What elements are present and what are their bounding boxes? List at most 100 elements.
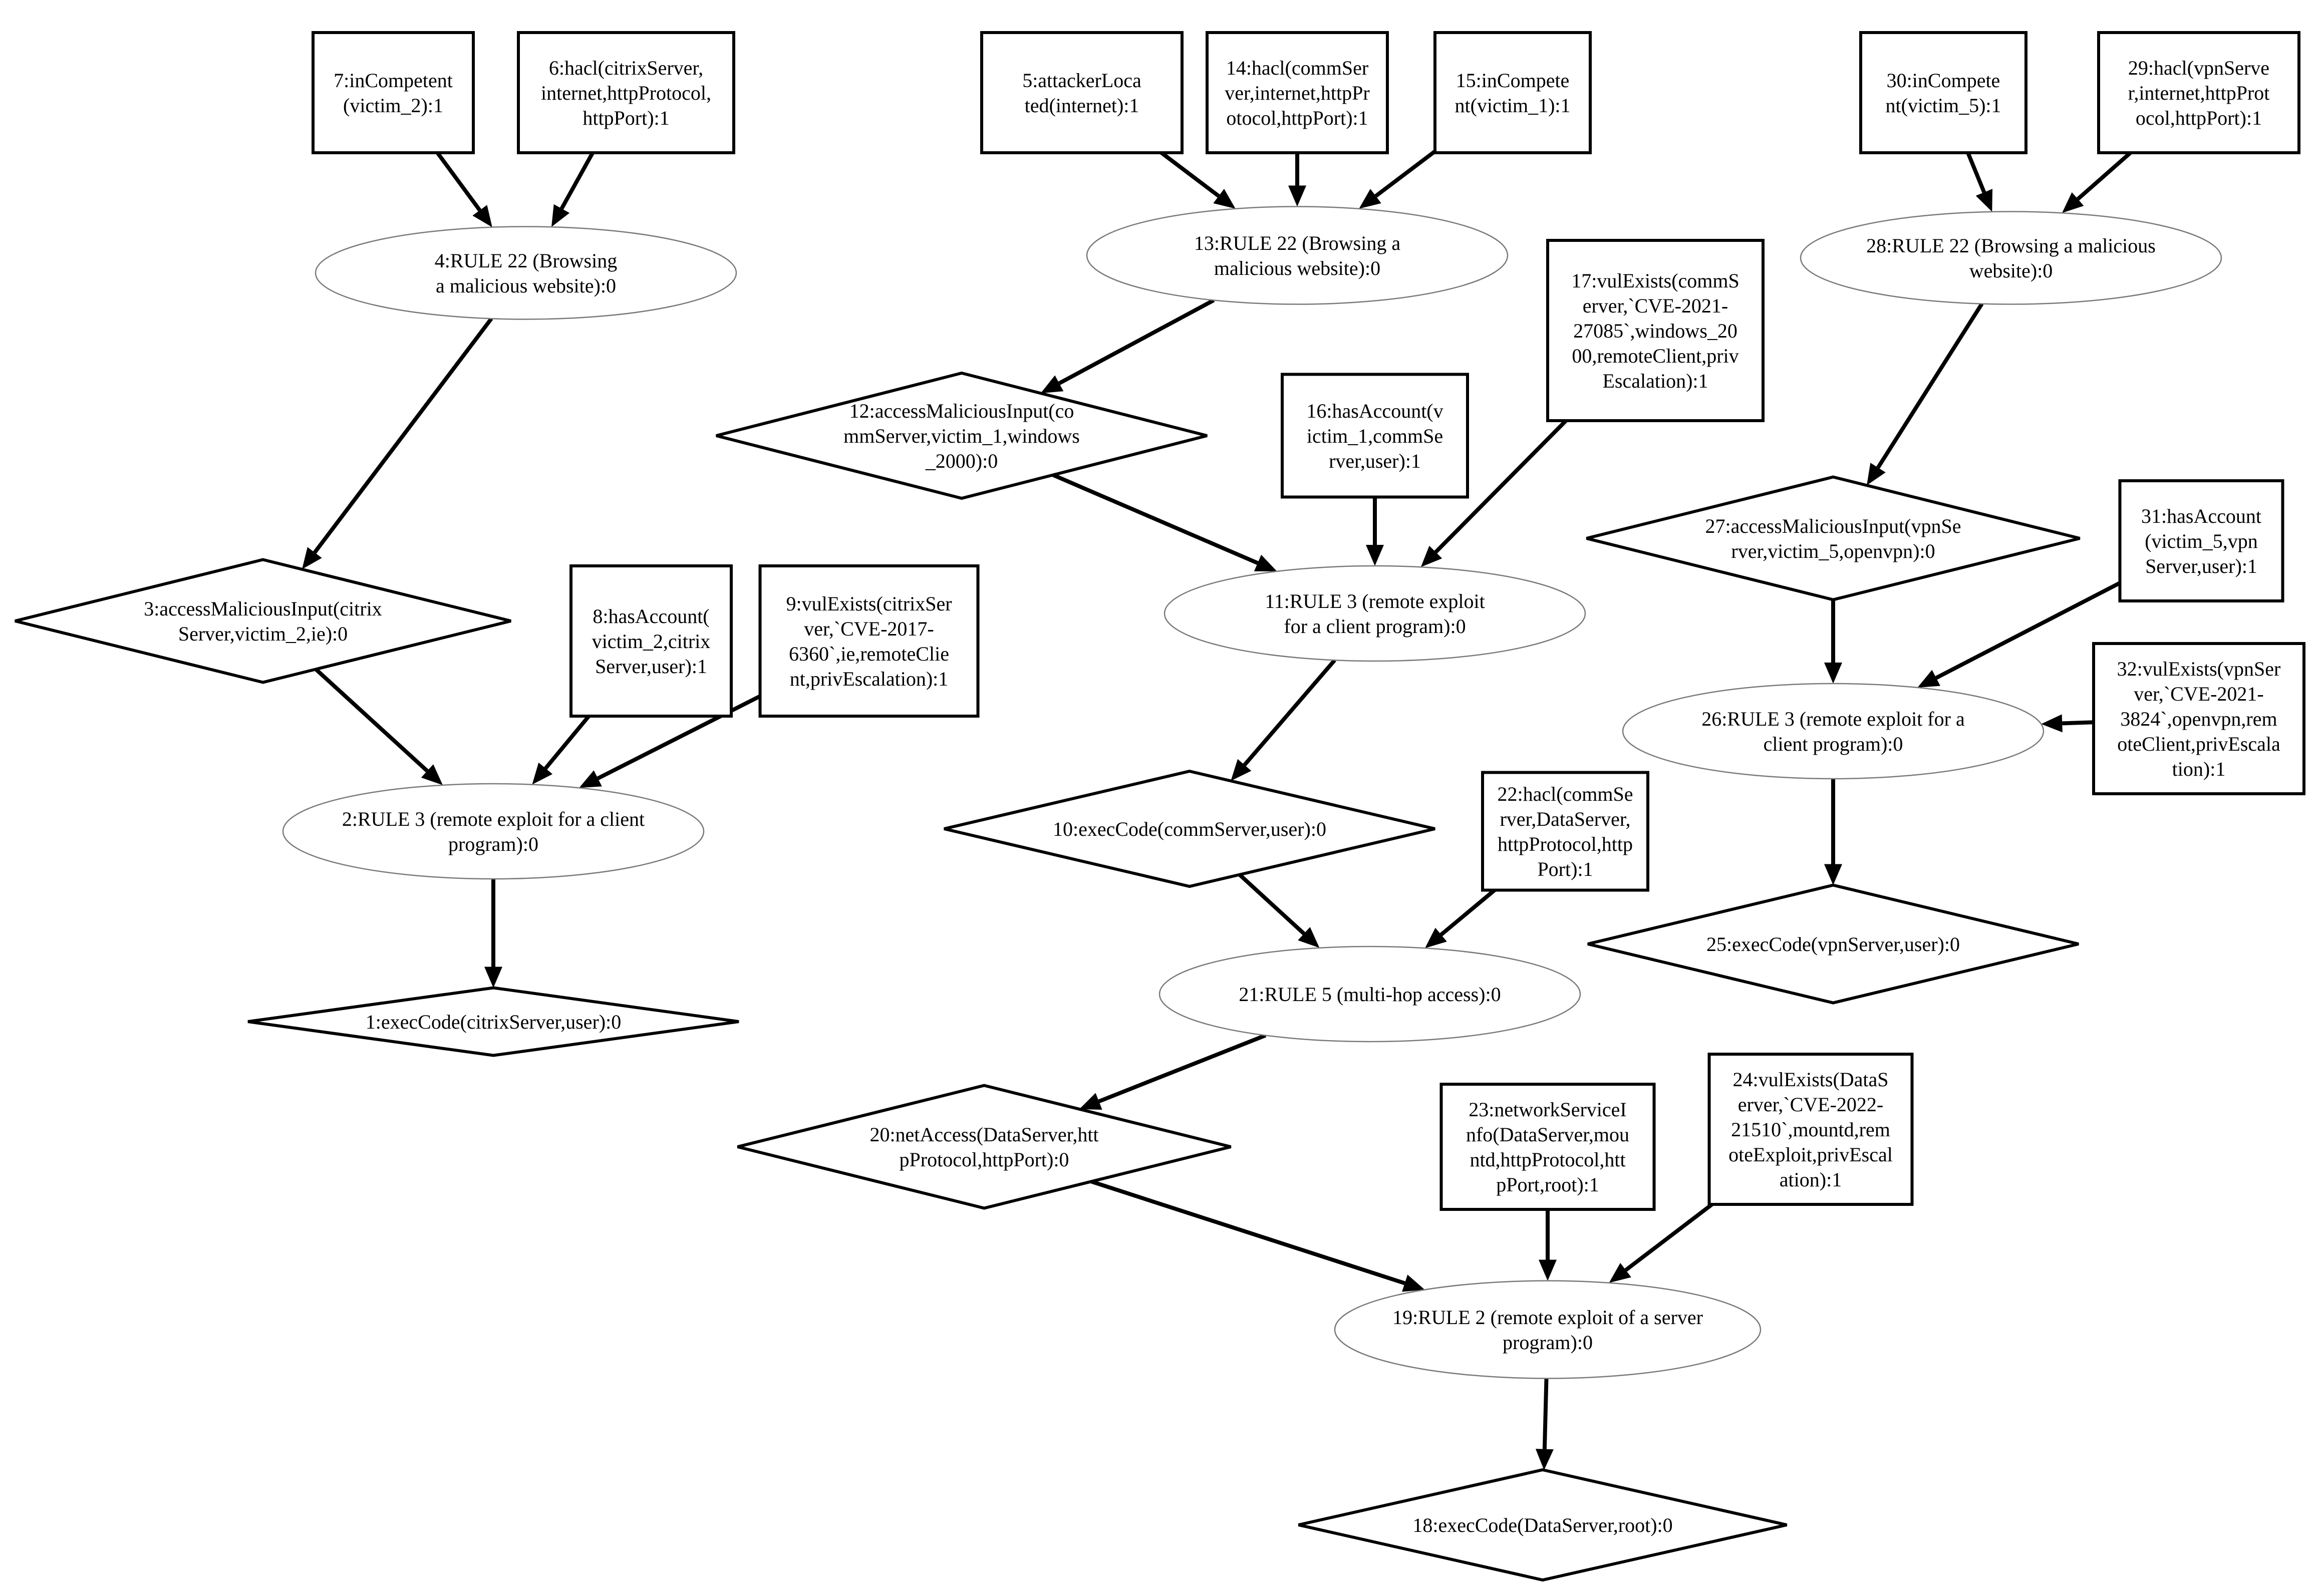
node-label-line: malicious website):0 [1214, 257, 1380, 279]
node-label-line: nfo(DataServer,mou [1466, 1123, 1629, 1146]
box-shape [1439, 1083, 1656, 1211]
edge-n10-to-n21 [1238, 873, 1320, 948]
node-label-line: victim_2,citrix [592, 630, 711, 653]
node-label-line: 26:RULE 3 (remote exploit for a [1701, 708, 1965, 730]
edge-n31-to-n26 [1917, 581, 2121, 688]
node-label-line: ted(internet):1 [1025, 94, 1139, 117]
arrowhead-icon [2041, 714, 2063, 733]
edge-line [1160, 151, 1220, 198]
edge-line [1434, 419, 1568, 554]
edge-n9-to-n2 [579, 694, 761, 788]
node-label-line: 3824`,openvpn,rem [2120, 708, 2277, 730]
node-label-line: Server,user):1 [2145, 555, 2257, 577]
ellipse-shape [1622, 683, 2045, 780]
node-label-line: erver,`CVE-2021- [1583, 294, 1728, 317]
box-shape [569, 564, 733, 718]
node-label-line: 10:execCode(commServer,user):0 [1053, 818, 1326, 840]
node-label-line: oteExploit,privEscal [1728, 1143, 1893, 1166]
arrowhead-icon [1213, 189, 1236, 209]
node-label-line: 27:accessMaliciousInput(vpnSe [1705, 515, 1961, 537]
node-label-line: Server,user):1 [595, 655, 707, 678]
arrowhead-icon [1254, 554, 1277, 571]
node-label-line: 18:execCode(DataServer,root):0 [1412, 1514, 1672, 1536]
box-shape [1281, 373, 1469, 499]
node-label: 13:RULE 22 (Browsing a malicious website)… [1194, 232, 1400, 279]
arrowhead-icon [1535, 1449, 1554, 1470]
edge-n8-to-n2 [532, 715, 591, 785]
edge-n13-to-n12 [1040, 298, 1215, 394]
box-shape [517, 31, 735, 154]
edge-line [313, 317, 493, 554]
node-label-line: ation):1 [1780, 1168, 1842, 1191]
node-label-line: erver,`CVE-2022- [1738, 1093, 1884, 1116]
ellipse-shape [1158, 945, 1581, 1043]
node-label-line: 1:execCode(citrixServer,user):0 [366, 1011, 621, 1033]
arrowhead-icon [579, 770, 602, 788]
ellipse-shape [1800, 211, 2222, 305]
edge-n20-to-n19 [1090, 1179, 1425, 1292]
node-label-line: r,internet,httpProt [2128, 82, 2270, 104]
arrowhead-icon [1917, 670, 1940, 688]
node-label-line: 00,remoteClient,priv [1572, 345, 1738, 367]
node-label-line: nt(victim_5):1 [1885, 94, 2001, 117]
box-shape [1206, 31, 1389, 154]
arrowhead-icon [1079, 1093, 1102, 1110]
arrowhead-icon [1420, 545, 1442, 567]
box-shape [1481, 771, 1649, 892]
node-label: 21:RULE 5 (multi-hop access):0 [1239, 983, 1501, 1006]
edge-n28-to-n27 [1867, 302, 1984, 486]
node-label-line: 2:RULE 3 (remote exploit for a client [342, 808, 645, 830]
arrowhead-icon [551, 204, 570, 227]
ellipse-shape [1086, 206, 1509, 305]
node-label-line: 5:attackerLoca [1022, 69, 1141, 92]
arrowhead-icon [1288, 185, 1306, 207]
edge-line [1052, 473, 1259, 565]
node-label: 25:execCode(vpnServer,user):0 [1706, 933, 1960, 956]
edge-n32-to-n26 [2041, 714, 2094, 733]
box-shape [1546, 239, 1765, 422]
node-label-line: 14:hacl(commSer [1226, 57, 1368, 79]
edge-line [1966, 152, 1986, 193]
edge-n4-to-n3 [302, 317, 493, 569]
node-label-line: mmServer,victim_1,windows [843, 425, 1080, 447]
edge-n2-to-n1 [484, 879, 502, 988]
box-shape [2118, 479, 2284, 602]
edges-layer [302, 149, 2132, 1470]
edge-line [1374, 149, 1436, 198]
ellipse-shape [282, 783, 705, 880]
node-label-line: oteClient,privEscala [2117, 733, 2280, 755]
node-label: 18:execCode(DataServer,root):0 [1412, 1514, 1672, 1536]
diamond-shape [716, 371, 1208, 500]
node-label-line: pPort,root):1 [1496, 1173, 1599, 1196]
ellipse-shape [315, 226, 737, 320]
edge-line [1058, 298, 1215, 385]
edge-n17-to-n11 [1420, 419, 1568, 567]
node-label-line: rver,DataServer, [1500, 808, 1630, 830]
node-label-line: 21:RULE 5 (multi-hop access):0 [1239, 983, 1501, 1006]
node-label-line: nt,privEscalation):1 [790, 668, 949, 690]
node-label-line: 27085`,windows_20 [1573, 320, 1737, 342]
box-shape [1859, 31, 2027, 154]
node-label-line: Escalation):1 [1602, 370, 1708, 392]
node-label-line: 13:RULE 22 (Browsing a [1194, 232, 1400, 254]
node-6-box: 6:hacl(citrixServer,internet,httpProtoco… [517, 31, 735, 154]
node-label-line: 32:vulExists(vpnSer [2117, 658, 2281, 680]
box-shape [312, 31, 475, 154]
